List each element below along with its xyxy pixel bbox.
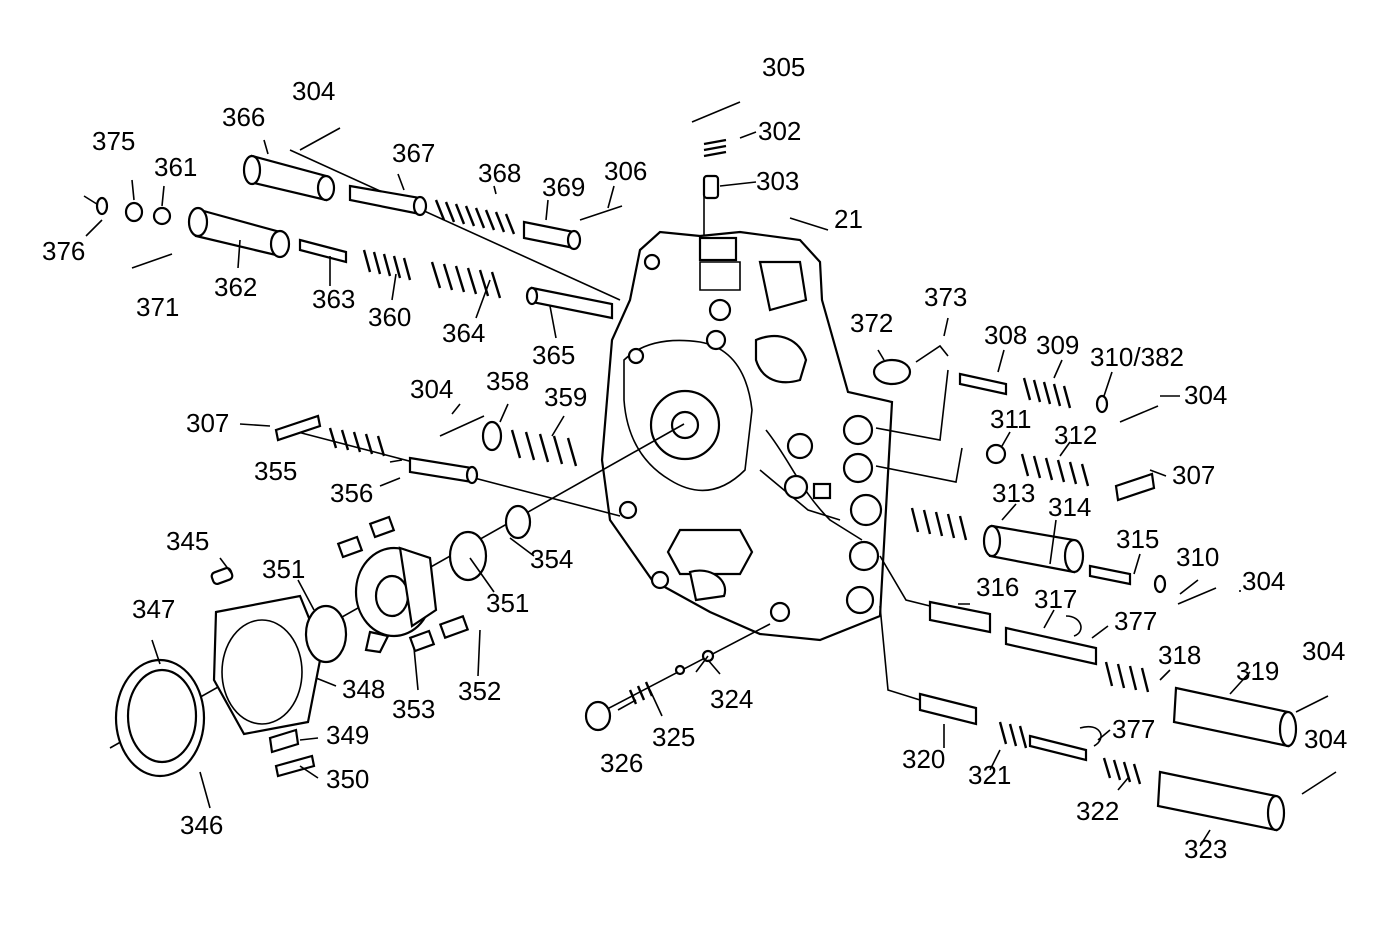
label-366: 366 — [222, 102, 265, 132]
label-307-left: 307 — [186, 408, 229, 438]
label-354: 354 — [530, 544, 573, 574]
label-322: 322 — [1076, 796, 1119, 826]
label-315: 315 — [1116, 524, 1159, 554]
label-303: 303 — [756, 166, 799, 196]
label-361: 361 — [154, 152, 197, 182]
label-305: 305 — [762, 52, 805, 82]
label-375: 375 — [92, 126, 135, 156]
label-304-top: 304 — [292, 76, 335, 106]
label-345: 345 — [166, 526, 209, 556]
label-304-mid: 304 — [410, 374, 453, 404]
label-364: 364 — [442, 318, 485, 348]
label-313: 313 — [992, 478, 1035, 508]
label-367: 367 — [392, 138, 435, 168]
upper-valve-train — [83, 127, 623, 320]
middle-left-group — [274, 414, 621, 517]
label-358: 358 — [486, 366, 529, 396]
label-360: 360 — [368, 302, 411, 332]
label-304-right-1: 304 — [1184, 380, 1227, 410]
label-369: 369 — [542, 172, 585, 202]
label-310-382: 310/382 — [1090, 342, 1184, 372]
label-304-right-4: 304 — [1304, 724, 1347, 754]
valve-body-21 — [600, 196, 894, 642]
label-352: 352 — [458, 676, 501, 706]
label-371: 371 — [136, 292, 179, 322]
label-319: 319 — [1236, 656, 1279, 686]
label-355: 355 — [254, 456, 297, 486]
label-373: 373 — [924, 282, 967, 312]
label-323: 323 — [1184, 834, 1227, 864]
label-351-right: 351 — [486, 588, 529, 618]
label-368: 368 — [478, 158, 521, 188]
label-372: 372 — [850, 308, 893, 338]
label-365: 365 — [532, 340, 575, 370]
label-302: 302 — [758, 116, 801, 146]
label-309: 309 — [1036, 330, 1079, 360]
label-308: 308 — [984, 320, 1027, 350]
label-353: 353 — [392, 694, 435, 724]
label-320: 320 — [902, 744, 945, 774]
label-317: 317 — [1034, 584, 1077, 614]
label-325: 325 — [652, 722, 695, 752]
label-348: 348 — [342, 674, 385, 704]
label-377-upper: 377 — [1114, 606, 1157, 636]
label-351-left: 351 — [262, 554, 305, 584]
label-21: 21 — [834, 204, 863, 234]
ball-spring-group — [584, 623, 771, 732]
label-318: 318 — [1158, 640, 1201, 670]
label-307-right: 307 — [1172, 460, 1215, 490]
label-326: 326 — [600, 748, 643, 778]
label-377-lower: 377 — [1112, 714, 1155, 744]
label-304-right-3: 304 — [1302, 636, 1345, 666]
label-362: 362 — [214, 272, 257, 302]
leader-lines — [85, 131, 1251, 847]
servo-group — [109, 423, 685, 778]
part-labels: 305 302 303 21 304 366 367 368 369 306 3… — [42, 52, 1347, 864]
label-350: 350 — [326, 764, 369, 794]
label-306: 306 — [604, 156, 647, 186]
label-347: 347 — [132, 594, 175, 624]
label-363: 363 — [312, 284, 355, 314]
label-321: 321 — [968, 760, 1011, 790]
label-324: 324 — [710, 684, 753, 714]
label-356: 356 — [330, 478, 373, 508]
label-349: 349 — [326, 720, 369, 750]
label-316: 316 — [976, 572, 1019, 602]
right-valve-train — [872, 344, 1337, 832]
label-359: 359 — [544, 382, 587, 412]
label-304-right-2: 304 — [1242, 566, 1285, 596]
label-310: 310 — [1176, 542, 1219, 572]
top-plug-group — [691, 101, 741, 200]
label-346: 346 — [180, 810, 223, 840]
label-311: 311 — [990, 404, 1031, 434]
label-314: 314 — [1048, 492, 1091, 522]
label-376: 376 — [42, 236, 85, 266]
label-312: 312 — [1054, 420, 1097, 450]
